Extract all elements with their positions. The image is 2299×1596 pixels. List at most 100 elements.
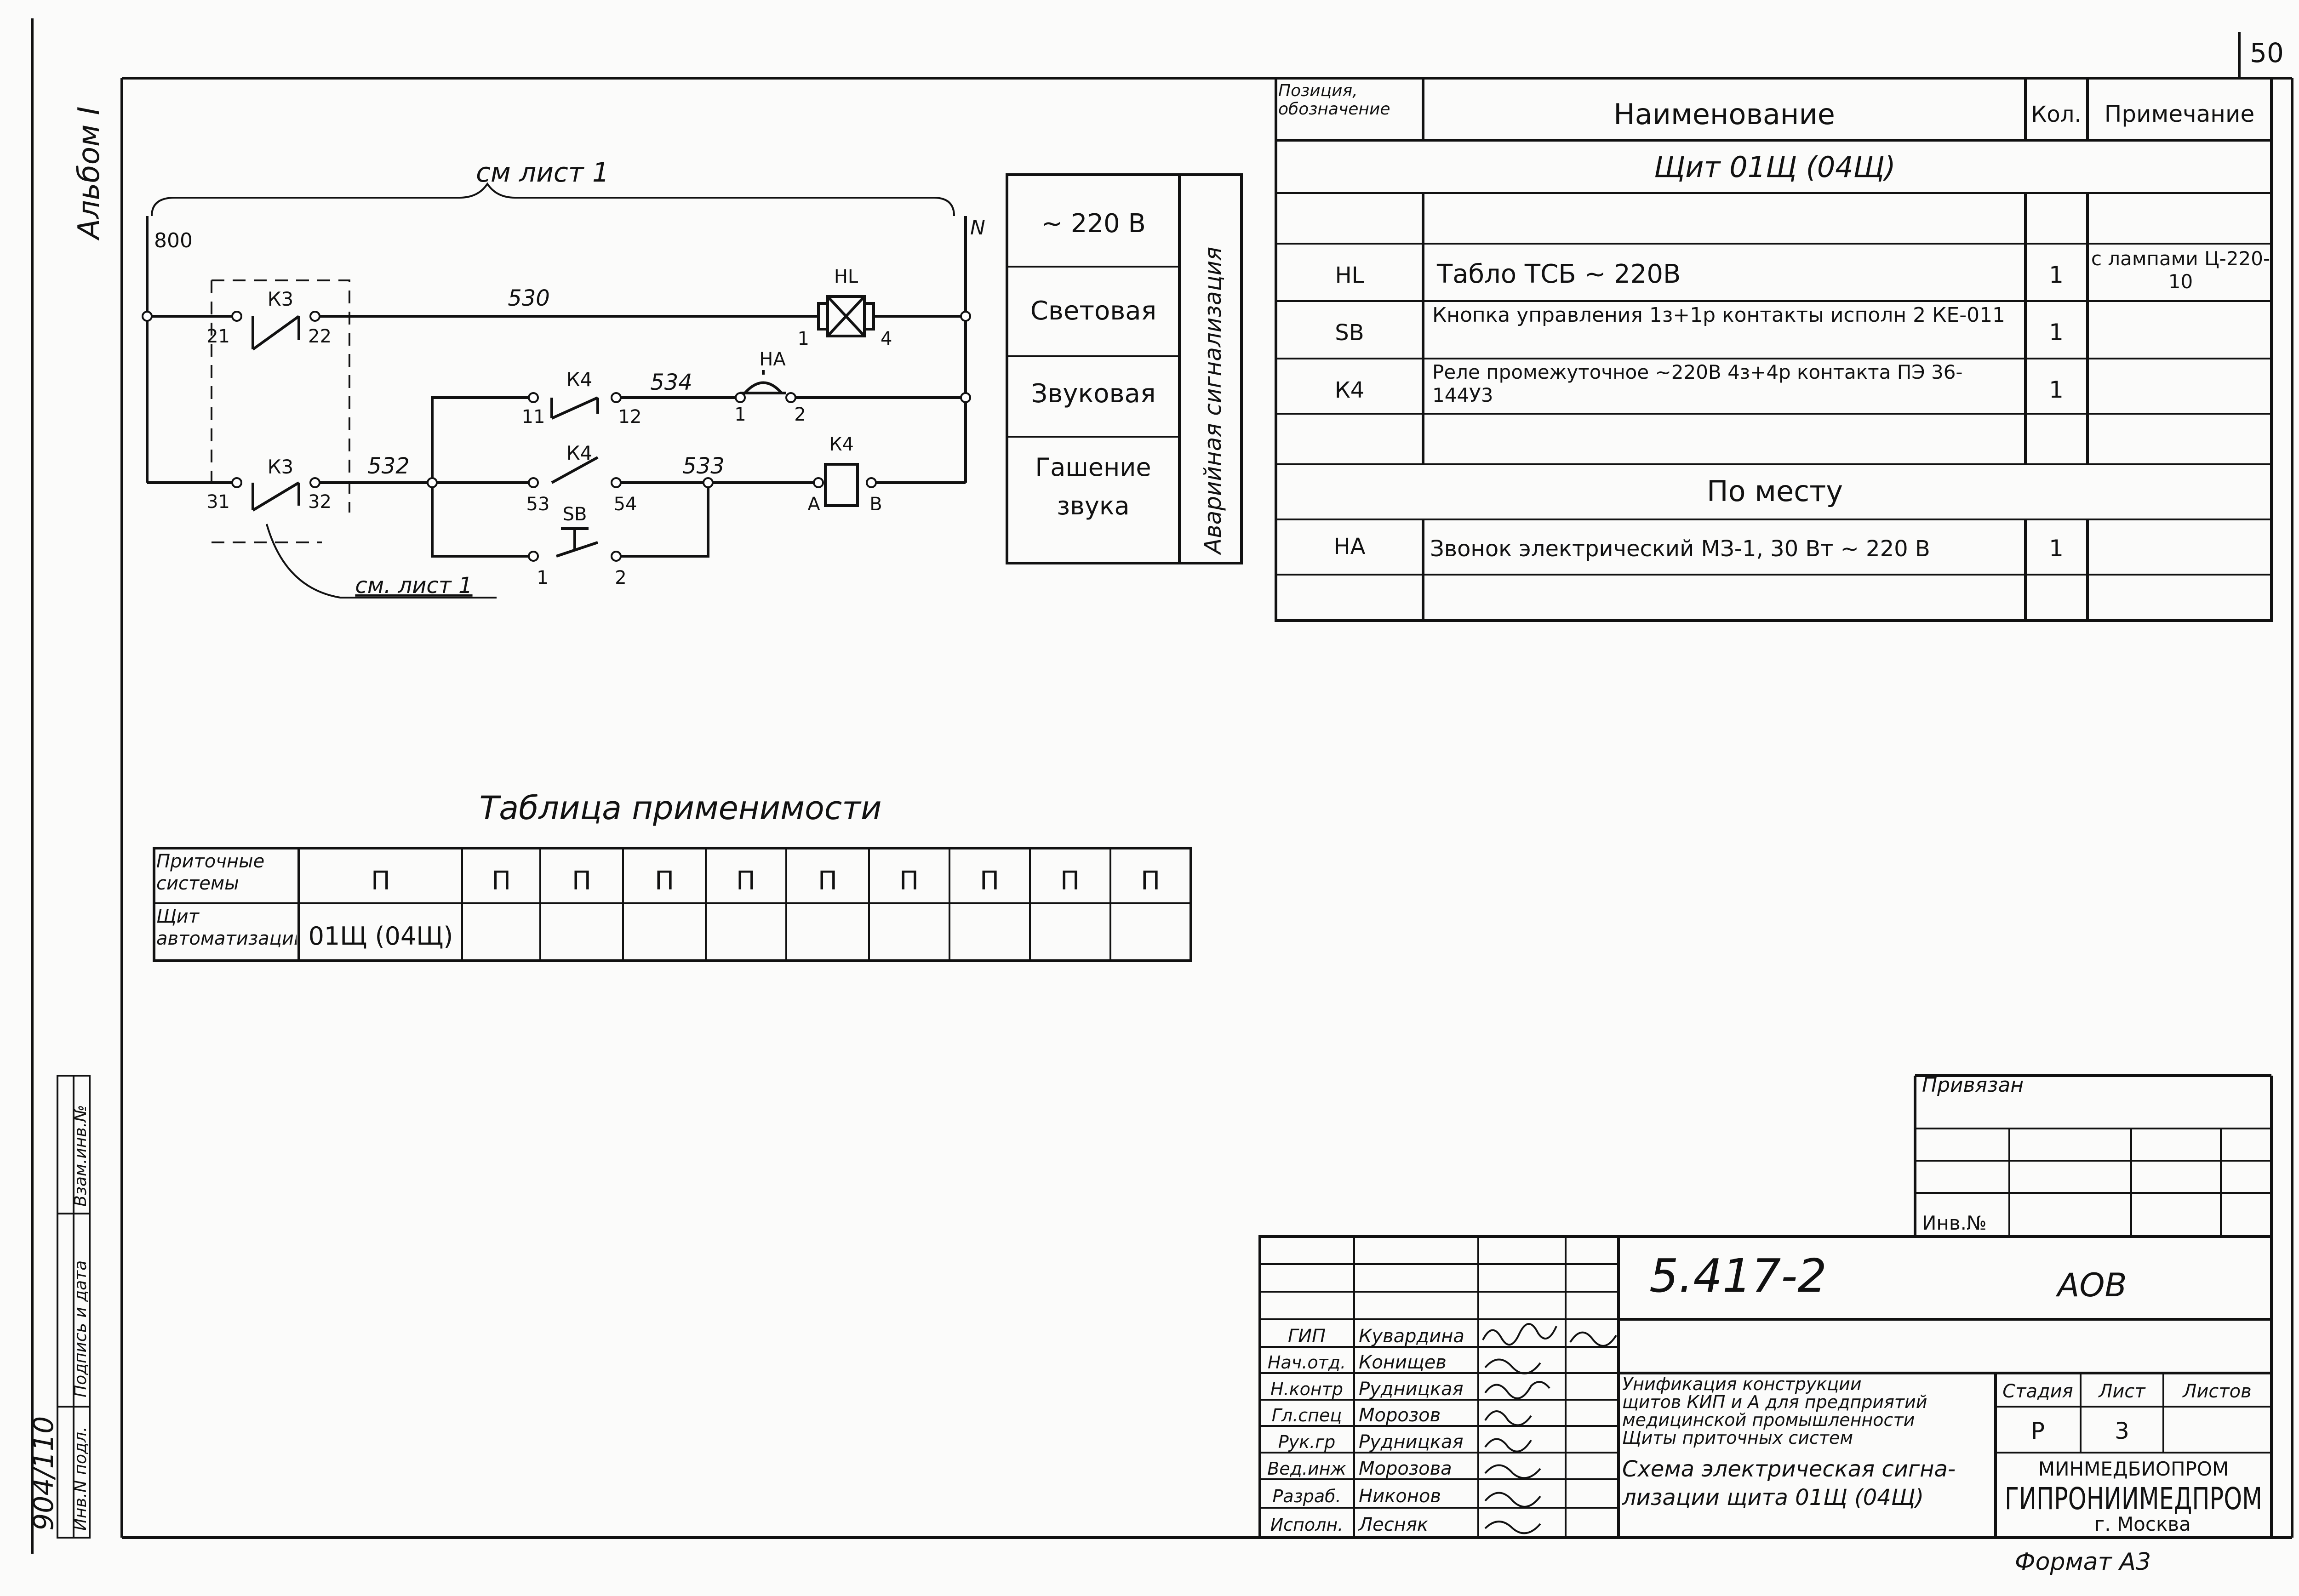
- sb-right: 2: [615, 567, 626, 588]
- applicability-title: Таблица применимости: [479, 789, 881, 827]
- title-role-2: Нач.отд.: [1268, 1352, 1346, 1373]
- wire-530: 530: [508, 285, 550, 311]
- spec-row-ha-qty: 1: [2049, 535, 2064, 562]
- title-name-8: Лесняк: [1358, 1514, 1428, 1535]
- title-role-8: Исполн.: [1270, 1515, 1344, 1535]
- k4-coil-right: B: [869, 494, 882, 515]
- bottom-ref: см. лист 1: [355, 573, 472, 598]
- hl-label: HL: [834, 266, 858, 287]
- legend-mute: Гашение звука: [1035, 453, 1151, 520]
- spec-row-ha-name: Звонок электрический МЗ-1, 30 Вт ~ 220 В: [1430, 536, 1930, 562]
- applicability-system-2: П: [492, 866, 511, 896]
- side-stamp: [57, 1075, 91, 1539]
- applicability-system-9: П: [1060, 866, 1080, 896]
- privyazan-inv: Инв.№: [1922, 1212, 1987, 1234]
- applicability-system-7: П: [899, 866, 919, 896]
- org-ministry: МИНМЕДБИОПРОМ: [2038, 1458, 2229, 1480]
- right-bus-label: N: [970, 216, 985, 239]
- title-role-5: Рук.гр: [1278, 1432, 1336, 1452]
- applicability-system-8: П: [980, 866, 999, 896]
- spec-section-2: По месту: [1707, 474, 1843, 508]
- side-stamp-signature: Подпись и дата: [71, 1260, 90, 1397]
- title-role-3: Н.контр: [1270, 1379, 1343, 1399]
- k3-upper-left: 21: [206, 326, 230, 347]
- spec-table-frame: [1275, 77, 2273, 622]
- title-name-6: Морозова: [1359, 1458, 1452, 1479]
- org-city: г. Москва: [2094, 1513, 2191, 1535]
- side-stamp-inv: Инв.N подл.: [71, 1427, 90, 1531]
- title-role-1: ГИП: [1288, 1326, 1326, 1347]
- wire-534: 534: [650, 370, 692, 395]
- applicability-row1-label: Приточные системы: [156, 851, 265, 894]
- org-name: ГИПРОНИИМЕДПРОМ: [2005, 1481, 2262, 1516]
- project-title-line-3: медицинской промышленности: [1622, 1410, 1915, 1430]
- project-title-line-1: Унификация конструкции: [1622, 1375, 1862, 1394]
- applicability-row1-label-wrap: Приточные системы: [156, 851, 265, 894]
- sheet-title: Схема электрическая сигна- лизации щита …: [1622, 1455, 1995, 1512]
- k4-nc-right: 12: [618, 406, 642, 428]
- spec-row-sb-name-wrap: Кнопка управления 1з+1р контакты исполн …: [1432, 303, 2005, 327]
- k3-upper-right: 22: [308, 326, 332, 347]
- applicability-system-10: П: [1141, 866, 1160, 896]
- wire-533: 533: [682, 453, 725, 479]
- spec-row-sb-qty: 1: [2049, 319, 2064, 346]
- sb-left: 1: [537, 567, 548, 588]
- spec-row-hl-qty: 1: [2049, 262, 2064, 288]
- spec-row-k4-name-wrap: Реле промежуточное ~220В 4з+4р контакта …: [1432, 361, 1963, 406]
- k3-lower-label: К3: [268, 456, 294, 478]
- title-name-5: Рудницкая: [1359, 1431, 1464, 1453]
- spec-header-qty: Кол.: [2031, 102, 2081, 127]
- k4-nc-left: 11: [522, 406, 545, 428]
- spec-row-hl-name: Табло ТСБ ~ 220В: [1436, 259, 1681, 289]
- k3-lower-left: 31: [206, 491, 230, 513]
- title-name-2: Конищев: [1359, 1352, 1447, 1373]
- legend-light: Световая: [1030, 296, 1156, 326]
- title-name-4: Морозов: [1359, 1405, 1441, 1426]
- legend-vertical-title: Аварийная сигнализация: [1200, 247, 1226, 555]
- sheets-label: Листов: [2182, 1381, 2251, 1402]
- spec-row-sb-pos: SB: [1335, 320, 1364, 346]
- sheet-title-line-2: лизации щита 01Щ (04Щ): [1622, 1485, 1924, 1510]
- applicability-system-6: П: [818, 866, 837, 896]
- doc-code: 5.417-2: [1649, 1249, 1827, 1303]
- sheet-title-wrap: Схема электрическая сигна- лизации щита …: [1622, 1455, 1995, 1512]
- applicability-panel: 01Щ (04Щ): [309, 922, 453, 951]
- applicability-system-5: П: [736, 866, 755, 896]
- spec-header-name: Наименование: [1613, 97, 1835, 131]
- spec-header-note: Примечание: [2105, 101, 2254, 127]
- sheet-label: Лист: [2098, 1381, 2146, 1402]
- k4-coil-label: К4: [829, 434, 854, 455]
- signal-legend-frame: [1006, 173, 1243, 564]
- k3-upper-label: К3: [268, 288, 294, 310]
- spec-row-k4-name: Реле промежуточное ~220В 4з+4р контакта …: [1432, 361, 1963, 406]
- spec-row-k4-pos: К4: [1335, 377, 1365, 403]
- applicability-row2-label-wrap: Щит автоматизации: [156, 906, 297, 949]
- schematic: [142, 182, 971, 598]
- k4-no-label: К4: [566, 442, 593, 464]
- spec-header-pos-wrap: Позиция, обозначение: [1278, 82, 1390, 119]
- spec-row-hl-pos: HL: [1335, 262, 1364, 288]
- project-title-wrap: Унификация конструкции щитов КИП и А для…: [1622, 1375, 1995, 1447]
- hl-left: 1: [798, 328, 809, 349]
- privyazan-frame: [1914, 1074, 2273, 1237]
- left-bus-label: 800: [154, 229, 193, 252]
- sheet-title-line-1: Схема электрическая сигна-: [1622, 1456, 1956, 1482]
- ha-right: 2: [794, 404, 806, 425]
- legend-mute-wrap: Гашение звука: [1035, 453, 1151, 520]
- side-stamp-number: 904/110: [28, 1416, 60, 1531]
- sheet-frame: [31, 18, 2293, 1554]
- legend-voltage: ~ 220 В: [1041, 209, 1146, 239]
- project-title-line-2: щитов КИП и А для предприятий: [1622, 1392, 1927, 1412]
- top-ref: см лист 1: [476, 157, 609, 188]
- signature-marks: [1482, 1323, 1617, 1534]
- applicability-row2-label: Щит автоматизации: [156, 906, 297, 949]
- title-role-4: Гл.спец: [1272, 1405, 1342, 1425]
- applicability-system-4: П: [655, 866, 674, 896]
- project-title: Унификация конструкции щитов КИП и А для…: [1622, 1375, 1995, 1447]
- ha-left: 1: [734, 404, 746, 425]
- k3-lower-right: 32: [308, 491, 332, 513]
- k4-no-right: 54: [614, 494, 637, 515]
- spec-row-hl-note: с лампами Ц-220-10: [2091, 247, 2270, 293]
- k4-coil-left: A: [807, 494, 820, 515]
